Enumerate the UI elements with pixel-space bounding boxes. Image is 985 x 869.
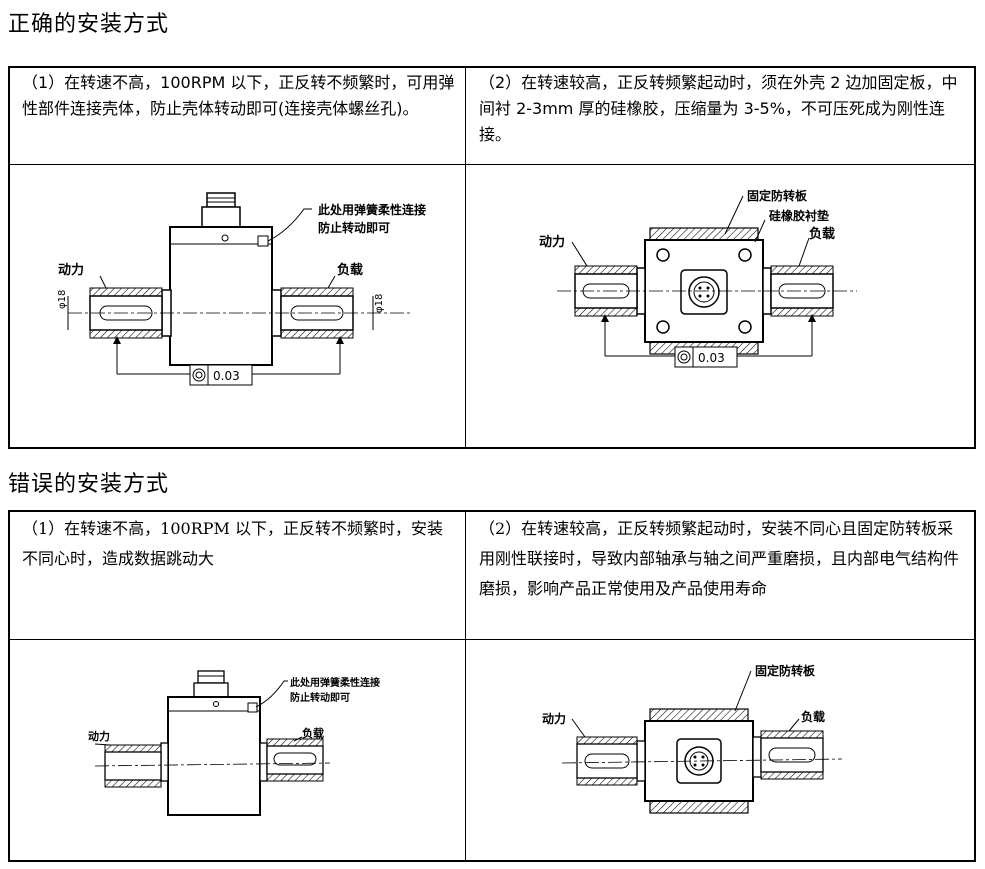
row-divider bbox=[10, 164, 974, 165]
tolerance-value: 0.03 bbox=[698, 351, 725, 365]
tolerance-value: 0.03 bbox=[213, 369, 240, 383]
wrong-right-diagram: 动力 负载 固定防转板 bbox=[467, 641, 974, 860]
note-line1: 此处用弹簧柔性连接 bbox=[318, 202, 426, 217]
label-load: 负载 bbox=[801, 709, 825, 724]
correct-install-table: （1）在转速不高，100RPM 以下，正反转不频繁时，可用弹性部件连接壳体，防止… bbox=[8, 66, 976, 449]
label-load: 负载 bbox=[337, 262, 363, 278]
section-heading-wrong: 错误的安装方式 bbox=[8, 472, 170, 497]
label-power: 动力 bbox=[542, 711, 566, 726]
correct-right-text: （2）在转速较高，正反转频繁起动时，须在外壳 2 边加固定板，中间衬 2-3mm… bbox=[479, 73, 958, 144]
wrong-right-text: （2）在转速较高，正反转频繁起动时，安装不同心且固定防转板采用刚性联接时，导致内… bbox=[479, 519, 960, 598]
label-load: 负载 bbox=[302, 726, 324, 740]
label-load: 负载 bbox=[809, 226, 835, 242]
note-line2: 防止转动即可 bbox=[290, 691, 350, 704]
label-plate: 固定防转板 bbox=[747, 188, 808, 203]
label-power: 动力 bbox=[539, 234, 565, 250]
wrong-left-text: （1）在转速不高，100RPM 以下，正反转不频繁时，安装不同心时，造成数据跳动… bbox=[22, 519, 444, 568]
column-divider bbox=[465, 68, 466, 447]
label-rubber: 硅橡胶衬垫 bbox=[769, 208, 829, 223]
column-divider bbox=[465, 512, 466, 860]
wrong-install-table: （1）在转速不高，100RPM 以下，正反转不频繁时，安装不同心时，造成数据跳动… bbox=[8, 510, 976, 862]
wrong-left-diagram: 动力 负载 此处用弹簧柔性连接 防止转动即可 bbox=[10, 641, 465, 860]
dim-right: φ18 bbox=[374, 294, 385, 313]
label-plate: 固定防转板 bbox=[755, 663, 816, 678]
correct-right-diagram: 动力 负载 固定防转板 硅橡胶衬垫 0.03 bbox=[467, 166, 974, 447]
dim-left: φ18 bbox=[57, 290, 68, 309]
row-divider bbox=[10, 639, 974, 640]
note-line1: 此处用弹簧柔性连接 bbox=[290, 676, 380, 689]
note-line2: 防止转动即可 bbox=[318, 220, 390, 235]
correct-left-text: （1）在转速不高，100RPM 以下，正反转不频繁时，可用弹性部件连接壳体，防止… bbox=[22, 73, 455, 118]
correct-left-diagram: φ18 φ18 动力 负载 此处用弹簧柔性连接 防止转动即可 0.03 bbox=[10, 166, 465, 447]
label-power: 动力 bbox=[58, 262, 84, 278]
section-heading-correct: 正确的安装方式 bbox=[8, 12, 170, 37]
label-power: 动力 bbox=[88, 729, 110, 743]
